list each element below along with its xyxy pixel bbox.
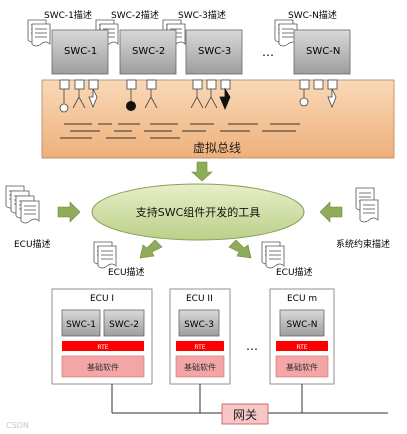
port-square	[74, 79, 85, 90]
require-port-fork	[72, 89, 86, 109]
provide-port-circle	[59, 103, 69, 113]
system-constraint-label: 系统约束描述	[336, 238, 390, 250]
ecu-m-rte-label: RTE	[296, 344, 307, 351]
system-constraint-doc	[355, 187, 379, 223]
ecu-m-swc-n	[279, 309, 325, 337]
swc-n-description: SWC-N描述	[274, 9, 337, 47]
ecu-m-bsw-label: 基础软件	[286, 362, 318, 372]
swc-3-description: SWC-3描述	[162, 9, 226, 47]
ecu-2-rte-label: RTE	[194, 344, 205, 351]
ecu-2-swc-3-label: SWC-3	[184, 320, 214, 330]
swc-3-label: SWC-3	[198, 46, 231, 57]
ecu-2-box: ECU II SWC-3 RTE 基础软件	[169, 288, 231, 385]
swc-ellipsis: …	[262, 45, 274, 59]
virtual-bus-band	[41, 79, 395, 159]
swc-2-desc-label: SWC-2描述	[111, 9, 159, 21]
ecu-2-bsw	[175, 355, 225, 378]
ecu-1-swc-2	[103, 309, 145, 337]
sender-port-filled-triangle	[219, 87, 231, 111]
arrow-tool-to-ecu-desc-left	[139, 239, 163, 259]
ecu-description-stack	[5, 185, 40, 224]
watermark: CSDN	[6, 421, 29, 430]
ecu-1-swc-1-label: SWC-1	[66, 320, 96, 330]
ecu-2-title: ECU II	[186, 294, 213, 304]
require-port-fork	[144, 89, 158, 109]
swc-1-description: SWC-1描述	[27, 9, 92, 47]
left-arrow-constraint-to-tool	[319, 201, 343, 223]
swc-n-block: SWC-N	[293, 29, 351, 109]
port-square	[88, 79, 99, 90]
virtual-bus-label: 虚拟总线	[193, 141, 241, 155]
ecu-desc-left-label: ECU描述	[14, 238, 51, 250]
swc-n-desc-label: SWC-N描述	[288, 9, 337, 21]
arrow-tool-to-ecu-desc-right	[228, 239, 252, 259]
right-arrow-ecu-desc-to-tool	[57, 201, 81, 223]
ecu-description-mid-right	[261, 241, 285, 269]
ecu-ellipsis: …	[246, 339, 258, 353]
ecu-1-swc-1	[61, 309, 101, 337]
swc-3-block: SWC-3	[185, 29, 243, 111]
ecu-1-swc-2-label: SWC-2	[109, 320, 139, 330]
tool-label: 支持SWC组件开发的工具	[136, 205, 261, 219]
port-square	[59, 79, 70, 90]
ecu-desc-mid-right-label: ECU描述	[276, 266, 313, 278]
provide-port-filled-circle	[126, 101, 136, 111]
tool-ellipse	[91, 183, 305, 241]
ecu-2-swc-3	[178, 309, 220, 337]
swc-2-description: SWC-2描述	[95, 9, 159, 47]
ecu-1-bsw-label: 基础软件	[87, 362, 119, 372]
ecu-m-rte	[276, 341, 328, 351]
ecu-m-swc-n-label: SWC-N	[287, 320, 318, 330]
sender-port-triangle	[88, 88, 98, 109]
swc-1-block: SWC-1	[51, 29, 109, 113]
gateway-label: 网关	[233, 408, 257, 422]
ecu-1-title: ECU I	[90, 294, 114, 304]
ecu-m-title: ECU m	[287, 294, 317, 304]
bus-dash-lines	[60, 123, 300, 139]
swc-3-desc-label: SWC-3描述	[178, 9, 226, 21]
ecu-1-box: ECU I SWC-1 SWC-2 RTE 基础软件	[51, 288, 153, 385]
swc-n-label: SWC-N	[306, 46, 340, 57]
network-bus-lines	[111, 384, 388, 414]
ecu-2-rte	[176, 341, 224, 351]
swc-1-desc-label: SWC-1描述	[44, 9, 92, 21]
swc-1-label: SWC-1	[64, 46, 97, 57]
ecu-desc-mid-left-label: ECU描述	[108, 266, 145, 278]
gateway-box	[221, 403, 269, 425]
ecu-description-mid-left	[93, 241, 117, 269]
swc-2-label: SWC-2	[132, 46, 165, 57]
ecu-1-rte-label: RTE	[97, 344, 108, 351]
ecu-1-rte	[62, 341, 144, 351]
ecu-m-bsw	[275, 355, 329, 378]
down-arrow-bus-to-tool	[191, 161, 213, 182]
ecu-2-bsw-label: 基础软件	[184, 362, 216, 372]
ecu-m-box: ECU m SWC-N RTE 基础软件	[269, 288, 335, 385]
ecu-1-bsw	[61, 355, 145, 378]
swc-2-block: SWC-2	[119, 29, 177, 111]
